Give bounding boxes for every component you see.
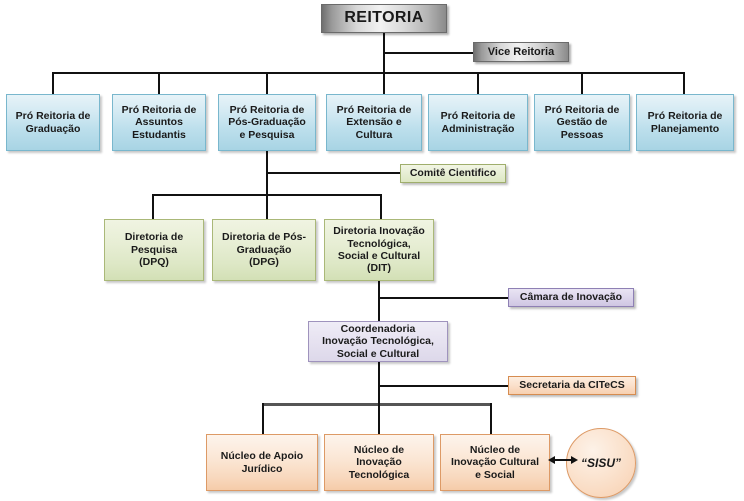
node-diretoria-pesquisa[interactable]: Diretoria de Pesquisa (DPQ) bbox=[104, 219, 204, 281]
node-pro-reitoria-extensao-cultura[interactable]: Pró Reitoria de Extensão e Cultura bbox=[326, 94, 422, 151]
node-pro-reitoria-assuntos-estudantis[interactable]: Pró Reitoria de Assuntos Estudantis bbox=[112, 94, 206, 151]
connector-nucleos-bus bbox=[262, 403, 492, 406]
node-pro-reitoria-pos-graduacao-pesquisa[interactable]: Pró Reitoria de Pós-Graduação e Pesquisa bbox=[218, 94, 316, 151]
connector-drop-7 bbox=[683, 72, 685, 94]
node-coordenadoria-inovacao[interactable]: Coordenadoria Inovação Tecnológica, Soci… bbox=[308, 321, 448, 362]
node-secretaria-citecs[interactable]: Secretaria da CITeCS bbox=[508, 376, 636, 395]
connector-coordenadoria-trunk bbox=[378, 362, 380, 434]
connector-nucleo-drop-2 bbox=[378, 403, 380, 434]
node-pro-reitoria-graduacao[interactable]: Pró Reitoria de Graduação bbox=[6, 94, 100, 151]
connector-diretoria-drop-1 bbox=[152, 194, 154, 219]
connector-vice-reitoria bbox=[383, 52, 473, 54]
node-pro-reitoria-administracao[interactable]: Pró Reitoria de Administração bbox=[428, 94, 528, 151]
connector-nucleo-drop-3 bbox=[490, 403, 492, 434]
connector-nucleo-drop-1 bbox=[262, 403, 264, 434]
node-comite-cientifico[interactable]: Comitê Cientifico bbox=[400, 164, 506, 183]
node-reitoria[interactable]: REITORIA bbox=[321, 4, 447, 33]
connector-drop-1 bbox=[52, 72, 54, 94]
connector-posgrad-trunk bbox=[266, 151, 268, 219]
double-arrow-icon bbox=[548, 456, 578, 464]
node-sisu[interactable]: “SISU” bbox=[566, 428, 636, 498]
connector-diretoria-drop-3 bbox=[380, 194, 382, 219]
node-diretoria-inovacao-tecnologica[interactable]: Diretoria Inovação Tecnológica, Social e… bbox=[324, 219, 434, 281]
node-diretoria-pos-graduacao[interactable]: Diretoria de Pós- Graduação (DPG) bbox=[212, 219, 316, 281]
connector-drop-2 bbox=[158, 72, 160, 94]
connector-diretoria-drop-2 bbox=[266, 194, 268, 219]
connector-drop-4 bbox=[383, 72, 385, 94]
connector-secretaria-citecs bbox=[378, 385, 508, 387]
connector-drop-3 bbox=[266, 72, 268, 94]
node-vice-reitoria[interactable]: Vice Reitoria bbox=[473, 42, 569, 62]
connector-camara-inovacao bbox=[378, 297, 508, 299]
node-pro-reitoria-gestao-pessoas[interactable]: Pró Reitoria de Gestão de Pessoas bbox=[534, 94, 630, 151]
connector-drop-5 bbox=[477, 72, 479, 94]
node-nucleo-inovacao-cultural-social[interactable]: Núcleo de Inovação Cultural e Social bbox=[440, 434, 550, 491]
node-camara-inovacao[interactable]: Câmara de Inovação bbox=[508, 288, 634, 307]
node-pro-reitoria-planejamento[interactable]: Pró Reitoria de Planejamento bbox=[636, 94, 734, 151]
connector-drop-6 bbox=[581, 72, 583, 94]
connector-comite-cientifico bbox=[266, 172, 400, 174]
connector-dit-trunk bbox=[378, 281, 380, 321]
connector-pro-reitoria-bus bbox=[52, 72, 684, 74]
node-nucleo-inovacao-tecnologica[interactable]: Núcleo de Inovação Tecnológica bbox=[324, 434, 434, 491]
node-nucleo-apoio-juridico[interactable]: Núcleo de Apoio Jurídico bbox=[206, 434, 318, 491]
